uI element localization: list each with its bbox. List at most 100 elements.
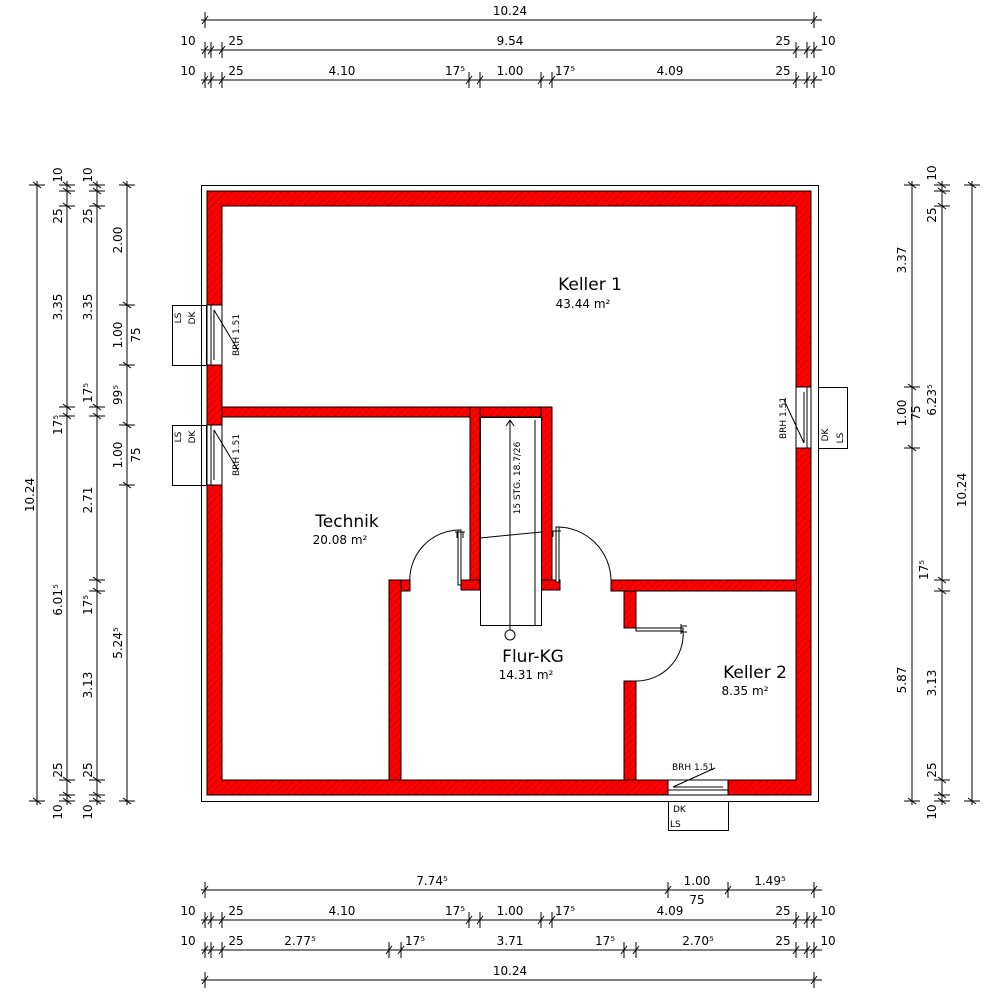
dimension-tick — [201, 75, 209, 85]
window-type-label: LS — [836, 432, 846, 443]
dimension-label: 2.77⁵ — [284, 934, 316, 948]
window-sill-height: BRH 1.51 — [232, 314, 242, 356]
dimension-label: 2.70⁵ — [682, 934, 714, 948]
dimension-label: 1.00 — [497, 64, 524, 78]
dimension-tick — [810, 45, 818, 55]
dimension-label: 1.00 — [895, 400, 909, 427]
dimension-label: 10.24 — [23, 478, 37, 512]
dimension-tick — [548, 75, 556, 85]
dimension-label: 25 — [81, 208, 95, 223]
dimension-tick — [218, 75, 226, 85]
room-flur-kg: Flur-KG 14.31 m² — [499, 647, 564, 682]
dimension-tick — [465, 915, 473, 925]
dimension-tick — [810, 975, 818, 985]
interior-wall-keller2-upper — [623, 590, 637, 629]
dimension-tick — [937, 181, 947, 189]
dimension-tick — [62, 202, 72, 210]
dimension-tick — [62, 412, 72, 420]
dimension-tick — [122, 181, 132, 189]
dimension-label: 75 — [129, 327, 143, 342]
room-area: 20.08 m² — [313, 533, 368, 547]
dimension-tick — [218, 915, 226, 925]
room-name: Flur-KG — [502, 647, 564, 667]
dimension-tick — [937, 797, 947, 805]
dimension-label: 17⁵ — [555, 904, 575, 918]
walls — [206, 190, 812, 796]
room-area: 14.31 m² — [499, 668, 554, 682]
stair-wall-right — [540, 406, 553, 591]
dimension-label: 3.13 — [81, 672, 95, 699]
dimension-tick — [62, 187, 72, 195]
dimension-label: 17⁵ — [555, 64, 575, 78]
dimension-label: 1.00 — [497, 904, 524, 918]
door-keller2 — [635, 624, 687, 682]
dimension-label: 3.35 — [81, 294, 95, 321]
window-type-label: DK — [188, 429, 198, 443]
dimension-tick — [967, 181, 977, 189]
dimension-tick — [792, 75, 800, 85]
room-name: Technik — [314, 512, 379, 532]
dimension-label: 3.13 — [925, 670, 939, 697]
window-right: DK LS BRH 1.51 — [779, 386, 848, 449]
dimension-tick — [92, 776, 102, 784]
dimension-tick — [537, 75, 545, 85]
dimension-tick — [907, 181, 917, 189]
dimension-tick — [62, 181, 72, 189]
exterior-wall — [206, 190, 812, 796]
dimension-label: 1.00 — [111, 442, 125, 469]
dimension-tick — [810, 945, 818, 955]
dimension-tick — [201, 45, 209, 55]
dimension-label: 17⁵ — [81, 383, 95, 403]
window-type-label: LS — [174, 431, 184, 442]
window-type-label: LS — [174, 312, 184, 323]
dimension-label: 17⁵ — [595, 934, 615, 948]
dimension-tick — [810, 15, 818, 25]
dimension-label: 25 — [775, 34, 790, 48]
dimension-label: 75 — [689, 893, 704, 907]
dimension-label: 6.01⁵ — [51, 584, 65, 616]
dimension-label: 7.74⁵ — [416, 874, 448, 888]
dimension-label: 10 — [820, 904, 835, 918]
stair-wall-left — [469, 406, 481, 591]
dimension-tick — [937, 776, 947, 784]
window-type-label: DK — [821, 427, 831, 441]
dimension-tick — [476, 75, 484, 85]
dimension-tick — [620, 945, 628, 955]
window-tag-box — [172, 305, 207, 366]
window-type-label: LS — [670, 820, 681, 830]
dimension-label: 10.24 — [493, 4, 527, 18]
dimension-tick — [810, 915, 818, 925]
dimension-label: 10 — [180, 34, 195, 48]
dimension-tick — [803, 915, 811, 925]
dimension-tick — [218, 945, 226, 955]
dimension-label: 4.10 — [329, 64, 356, 78]
dimension-label: 1.00 — [684, 874, 711, 888]
dimension-tick — [92, 576, 102, 584]
dimension-tick — [201, 15, 209, 25]
dimension-label: 10 — [51, 804, 65, 819]
dimension-tick — [724, 885, 732, 895]
dimension-label: 17⁵ — [445, 904, 465, 918]
dimension-tick — [476, 915, 484, 925]
dimension-label: 17⁵ — [81, 595, 95, 615]
dimension-label: 1.00 — [111, 322, 125, 349]
dimension-label: 10 — [820, 64, 835, 78]
dimension-label: 25 — [51, 208, 65, 223]
stair-wall-left-return — [460, 579, 481, 591]
dimension-tick — [92, 412, 102, 420]
window-sill-height: BRH 1.51 — [779, 397, 789, 439]
dimension-label: 99⁵ — [111, 385, 125, 405]
dimension-label: 10 — [81, 804, 95, 819]
window-left-lower: LS DK BRH 1.51 — [172, 424, 242, 486]
dimension-tick — [122, 301, 132, 309]
dimension-tick — [937, 202, 947, 210]
building-outline — [201, 185, 819, 802]
room-technik: Technik 20.08 m² — [313, 512, 379, 547]
window-bottom: DK LS BRH 1.51 — [667, 763, 729, 831]
dimension-label: 75 — [129, 447, 143, 462]
dimension-label: 25 — [228, 64, 243, 78]
dimension-label: 75 — [909, 405, 923, 420]
dimension-label: 5.24⁵ — [111, 627, 125, 659]
stair-label: 15 STG. 18.7/26 — [513, 441, 523, 514]
